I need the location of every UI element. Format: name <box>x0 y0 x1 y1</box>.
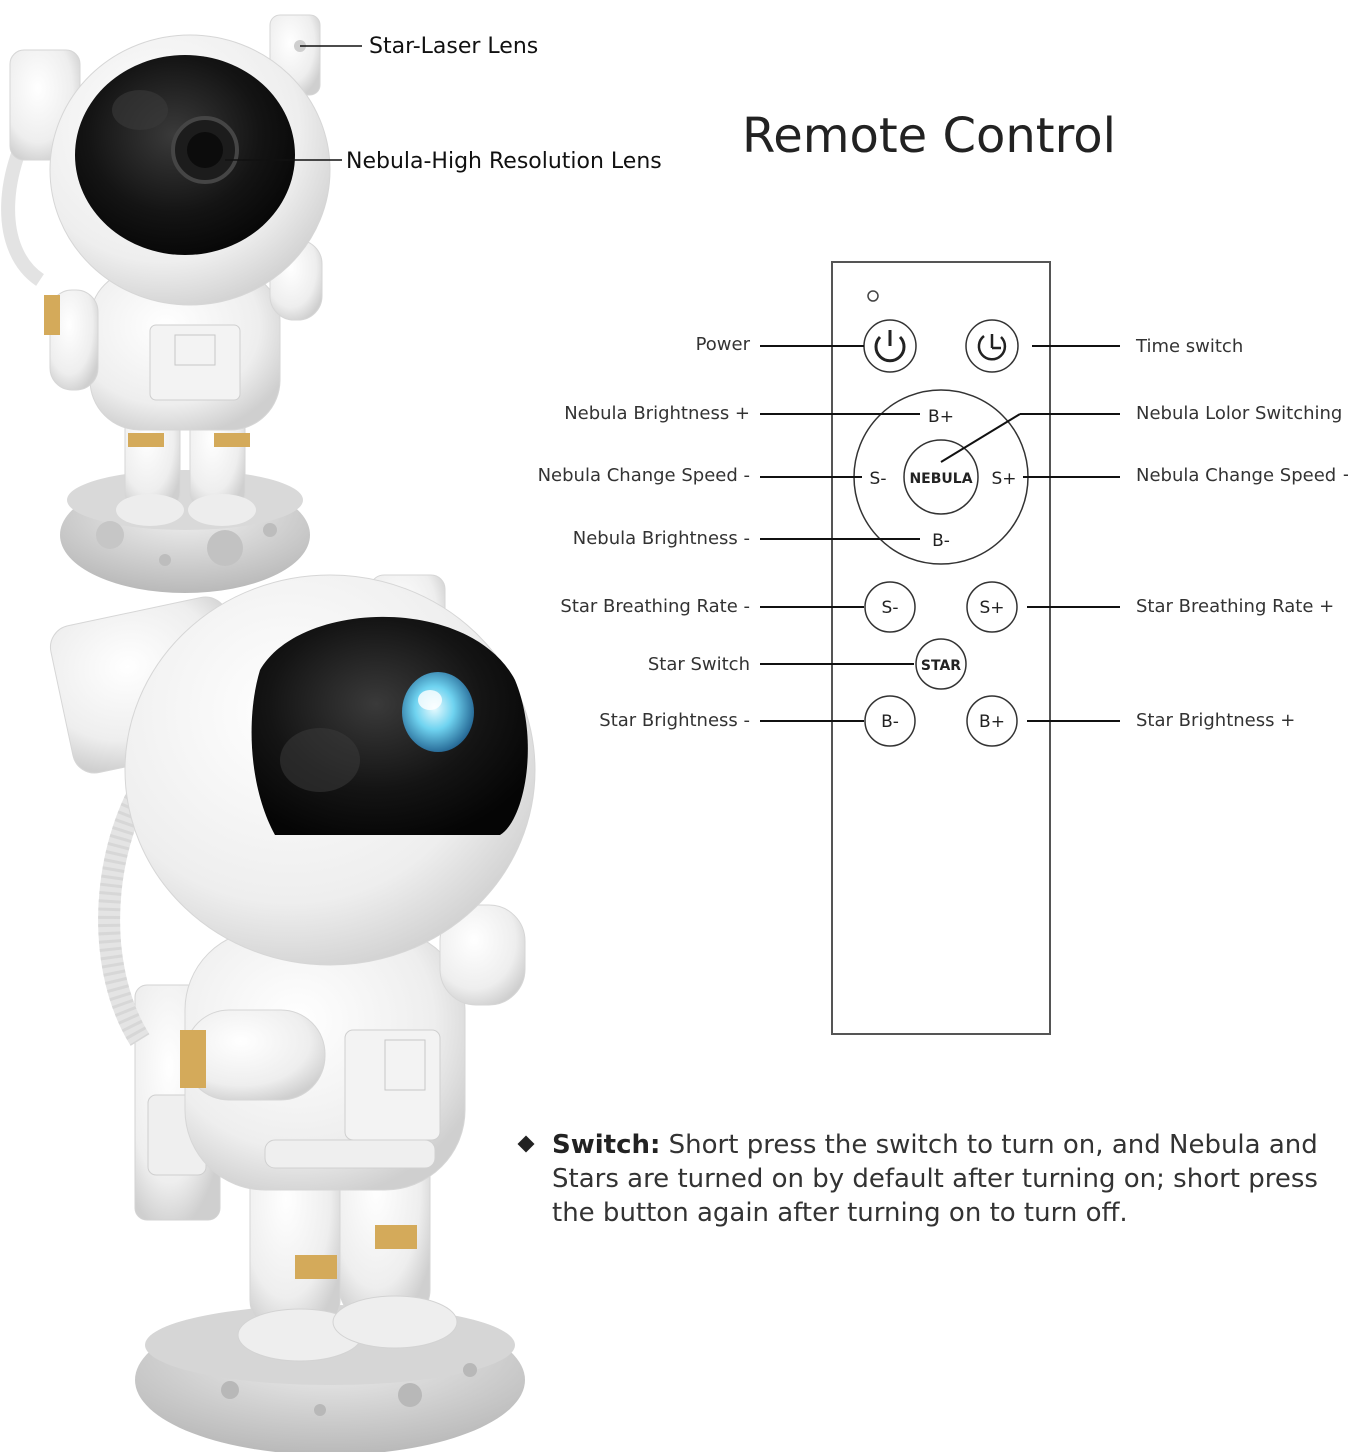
nebula-button[interactable]: NEBULA <box>903 439 979 515</box>
star-switch-label: STAR <box>921 658 961 674</box>
switch-note: Switch: Short press the switch to turn o… <box>520 1128 1348 1230</box>
power-label: Power <box>695 334 750 355</box>
nebula-color-switching-label: Nebula Lolor Switching <box>1136 403 1343 424</box>
star-laser-lens-label: Star-Laser Lens <box>369 34 539 59</box>
star-breathing-minus-button[interactable]: S- <box>864 581 916 633</box>
nebula-speed-plus-button[interactable]: S+ <box>991 469 1016 489</box>
time-switch-button[interactable] <box>965 319 1019 373</box>
switch-note-text: Short press the switch to turn on, and N… <box>552 1130 1318 1228</box>
nebula-brightness-plus-label: Nebula Brightness + <box>564 403 750 424</box>
power-icon <box>874 335 906 363</box>
nebula-brightness-plus-button[interactable]: B+ <box>928 407 954 427</box>
star-breathing-minus-label: S- <box>882 598 899 618</box>
nebula-brightness-minus-button[interactable]: B- <box>932 531 950 551</box>
power-button[interactable] <box>863 319 917 373</box>
nebula-brightness-minus-label: Nebula Brightness - <box>572 528 750 549</box>
astronaut-small <box>1 14 331 593</box>
star-breathing-plus-label: S+ <box>979 598 1004 618</box>
star-breathing-plus-button[interactable]: S+ <box>966 581 1018 633</box>
indicator-led <box>867 290 879 302</box>
nebula-change-speed-minus-label: Nebula Change Speed - <box>537 465 750 486</box>
timer-icon <box>977 334 1007 361</box>
callout-lines <box>760 345 1120 722</box>
star-brightness-minus-button[interactable]: B- <box>864 695 916 747</box>
star-brightness-plus-label: B+ <box>979 712 1005 732</box>
nebula-change-speed-plus-label: Nebula Change Speed + <box>1136 465 1348 486</box>
time-switch-label: Time switch <box>1136 336 1244 357</box>
star-breathing-rate-plus-label: Star Breathing Rate + <box>1136 596 1335 617</box>
nebula-button-label: NEBULA <box>909 471 972 487</box>
page-title: Remote Control <box>742 108 1116 164</box>
remote-control: NEBULA B+ B- S- S+ S- S+ STAR B- B+ <box>831 261 1051 1035</box>
star-brightness-plus-button[interactable]: B+ <box>966 695 1018 747</box>
nebula-lens-label: Nebula-High Resolution Lens <box>346 149 662 174</box>
astronaut-large <box>49 574 536 1452</box>
star-breathing-rate-minus-label: Star Breathing Rate - <box>560 596 750 617</box>
star-switch-label-text: Star Switch <box>647 654 750 675</box>
nebula-speed-minus-button[interactable]: S- <box>870 469 887 489</box>
switch-note-heading: Switch: <box>552 1130 661 1160</box>
star-switch-button[interactable]: STAR <box>915 638 967 690</box>
star-brightness-minus-label-text: Star Brightness - <box>599 710 750 731</box>
star-brightness-minus-label: B- <box>881 712 899 732</box>
star-brightness-plus-label-text: Star Brightness + <box>1136 710 1296 731</box>
